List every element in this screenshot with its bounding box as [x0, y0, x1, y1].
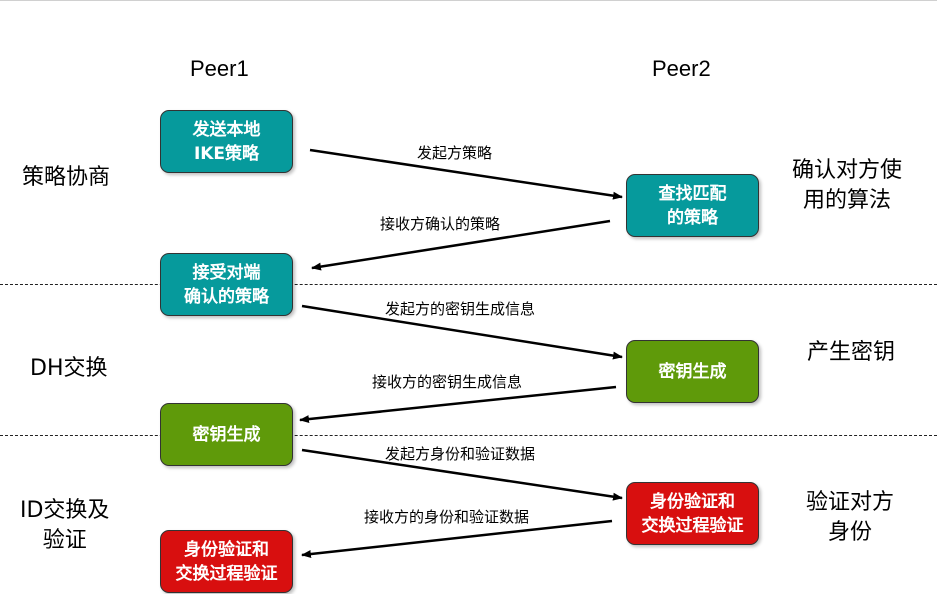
arrow-5	[301, 448, 623, 501]
phase-label-dh: DH交换	[30, 356, 108, 381]
arrow-label-1: 发起方策略	[417, 144, 493, 162]
arrow-label-2: 接收方确认的策略	[380, 215, 501, 233]
phase-divider-2	[0, 435, 937, 436]
arrow-label-5: 发起方身份和验证数据	[385, 445, 536, 463]
arrow-3	[301, 304, 623, 360]
box-key-generation-peer1: 密钥生成	[160, 403, 293, 466]
box-accept-peer-policy: 接受对端 确认的策略	[160, 253, 293, 316]
phase-divider-1	[0, 284, 937, 285]
phase-result-identity: 验证对方 身份	[806, 490, 895, 545]
box-find-matching-policy: 查找匹配 的策略	[626, 174, 759, 237]
arrow-label-4: 接收方的密钥生成信息	[372, 373, 523, 391]
box-auth-peer2: 身份验证和 交换过程验证	[626, 482, 759, 545]
box-send-local-ike-policy: 发送本地 IKE策略	[160, 110, 293, 173]
phase-result-algorithm: 确认对方使 用的算法	[792, 158, 903, 213]
box-auth-peer1: 身份验证和 交换过程验证	[160, 530, 293, 593]
arrow-6	[301, 519, 613, 558]
box-key-generation-peer2: 密钥生成	[626, 340, 759, 403]
arrow-1	[309, 148, 623, 200]
arrow-2	[311, 219, 611, 271]
phase-result-keygen: 产生密钥	[807, 340, 896, 365]
phase-label-id: ID交换及 验证	[20, 498, 110, 553]
phase-label-policy: 策略协商	[22, 165, 111, 190]
arrow-label-3: 发起方的密钥生成信息	[385, 300, 536, 318]
arrow-4	[299, 385, 617, 424]
peer2-header: Peer2	[652, 56, 711, 81]
peer1-header: Peer1	[190, 56, 249, 81]
arrow-label-6: 接收方的身份和验证数据	[364, 508, 530, 526]
top-border	[0, 0, 937, 1]
